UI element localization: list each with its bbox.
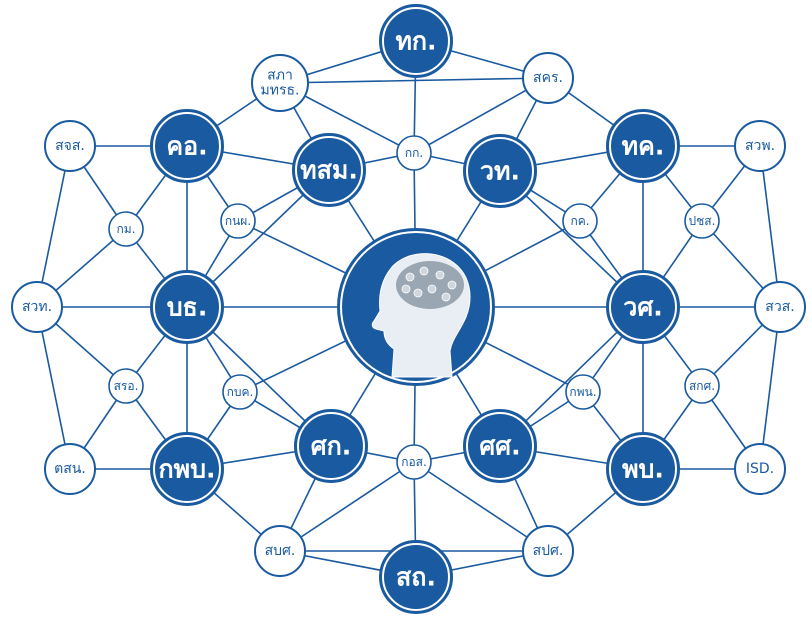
- node-label: วท.: [480, 157, 520, 186]
- node-label: พบ.: [622, 455, 664, 484]
- node-label: สปศ.: [533, 543, 564, 559]
- node-label: คอ.: [166, 132, 207, 161]
- node-label: สวส.: [765, 299, 794, 315]
- edge-sws-isd: [759, 306, 781, 470]
- node-label: ปชส.: [689, 214, 716, 228]
- node-sd: สถ.: [379, 540, 453, 614]
- edge-swt-sjs: [36, 145, 71, 308]
- node-knp: กนผ.: [220, 203, 256, 239]
- node-label: สรอ.: [114, 379, 139, 393]
- node-label: สถ.: [396, 563, 436, 592]
- node-thk: ทก.: [379, 4, 453, 78]
- head-brain-icon: [337, 228, 495, 386]
- node-label: มทรธ.: [261, 83, 300, 99]
- node-sk: ศก.: [294, 409, 368, 483]
- node-label: ทก.: [395, 27, 436, 56]
- node-label: สวท.: [22, 299, 52, 315]
- node-kpn: กพน.: [565, 374, 601, 410]
- node-kos: กอส.: [396, 444, 432, 480]
- node-swt: สวท.: [11, 281, 63, 333]
- edge-sapha-sakr: [279, 77, 549, 84]
- node-sws: สวส.: [754, 281, 806, 333]
- node-label: กค.: [570, 214, 589, 228]
- node-kk: กก.: [396, 135, 432, 171]
- node-ws: วศ.: [606, 270, 680, 344]
- node-label: กม.: [117, 222, 136, 236]
- node-br: บธ.: [150, 270, 224, 344]
- node-label: กพบ.: [159, 455, 216, 484]
- node-label: ISD.: [746, 461, 774, 477]
- node-sps: สปศ.: [522, 525, 574, 577]
- node-label: วศ.: [623, 293, 662, 322]
- node-kkh: กค.: [562, 203, 598, 239]
- edge-sps-kos: [413, 461, 549, 552]
- node-tham: ทสม.: [292, 133, 366, 207]
- node-skf: สกศ.: [684, 368, 720, 404]
- node-tk: ทค.: [606, 109, 680, 183]
- node-label: ทค.: [622, 132, 665, 161]
- node-sbs: สบศ.: [254, 525, 306, 577]
- node-tsn: ตสน.: [44, 443, 96, 495]
- node-kpb: กพบ.: [150, 432, 224, 506]
- node-wt: วท.: [463, 134, 537, 208]
- node-kbk: กบค.: [222, 374, 258, 410]
- node-sjs: สจส.: [44, 120, 96, 172]
- node-pcs: ปชส.: [684, 203, 720, 239]
- node-label: กก.: [405, 146, 423, 160]
- edge-sawp-sws: [759, 145, 781, 308]
- node-label: สภา: [267, 68, 293, 84]
- node-label: ศก.: [311, 432, 352, 461]
- node-label: กอส.: [401, 455, 427, 469]
- edge-tsn-swt: [36, 306, 71, 470]
- node-ss: ศศ.: [463, 409, 537, 483]
- node-label: สบศ.: [265, 543, 296, 559]
- node-sakr: สคร.: [522, 52, 574, 104]
- node-km: กม.: [108, 211, 144, 247]
- node-label: สจส.: [55, 138, 85, 154]
- node-sro: สรอ.: [108, 368, 144, 404]
- node-label: กพน.: [569, 385, 596, 399]
- node-label: กบค.: [227, 385, 254, 399]
- node-pb: พบ.: [606, 432, 680, 506]
- node-isd: ISD.: [734, 443, 786, 495]
- node-label: สคร.: [533, 70, 563, 86]
- node-label: ศศ.: [479, 432, 520, 461]
- node-label: สวพ.: [745, 138, 775, 154]
- node-ko: คอ.: [150, 109, 224, 183]
- edge-sbs-kos: [279, 461, 415, 552]
- node-label: ทสม.: [300, 156, 358, 185]
- node-label: ตสน.: [54, 461, 86, 477]
- node-label: สกศ.: [689, 379, 715, 393]
- node-label: กนผ.: [225, 214, 251, 228]
- node-label: บธ.: [167, 293, 208, 322]
- node-sawp: สวพ.: [734, 120, 786, 172]
